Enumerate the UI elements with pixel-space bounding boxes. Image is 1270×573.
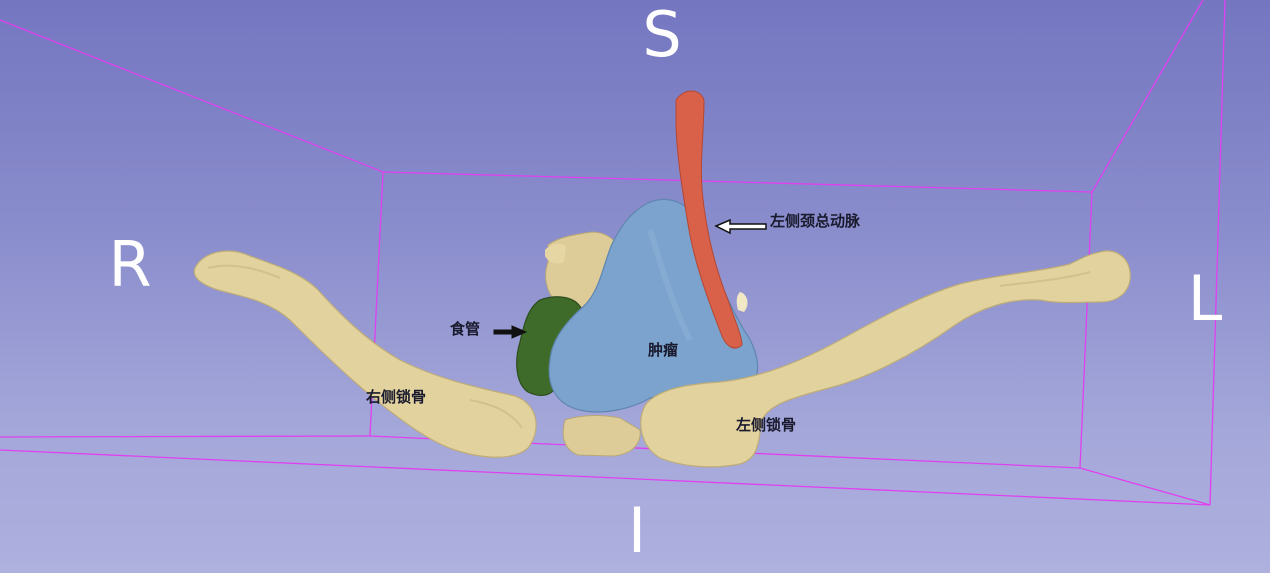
- bounding-box: [0, 0, 1226, 506]
- left-clavicle-annotation: 左侧锁骨: [736, 416, 797, 434]
- esophagus-annotation: 食管: [450, 320, 481, 338]
- tumor-annotation: 肿瘤: [648, 341, 679, 359]
- right-label: R: [108, 228, 152, 301]
- esophagus-arrow: [493, 325, 528, 339]
- carotid-arrow: [714, 218, 767, 235]
- left-clavicle: [640, 250, 1131, 468]
- inferior-label: I: [627, 494, 647, 567]
- carotid-artery-model: [675, 90, 743, 349]
- superior-label: S: [642, 0, 682, 71]
- left-label: L: [1187, 262, 1223, 335]
- right-clavicle-annotation: 右侧锁骨: [366, 388, 427, 406]
- carotid-annotation: 左侧颈总动脉: [770, 212, 861, 230]
- right-clavicle: [193, 250, 537, 458]
